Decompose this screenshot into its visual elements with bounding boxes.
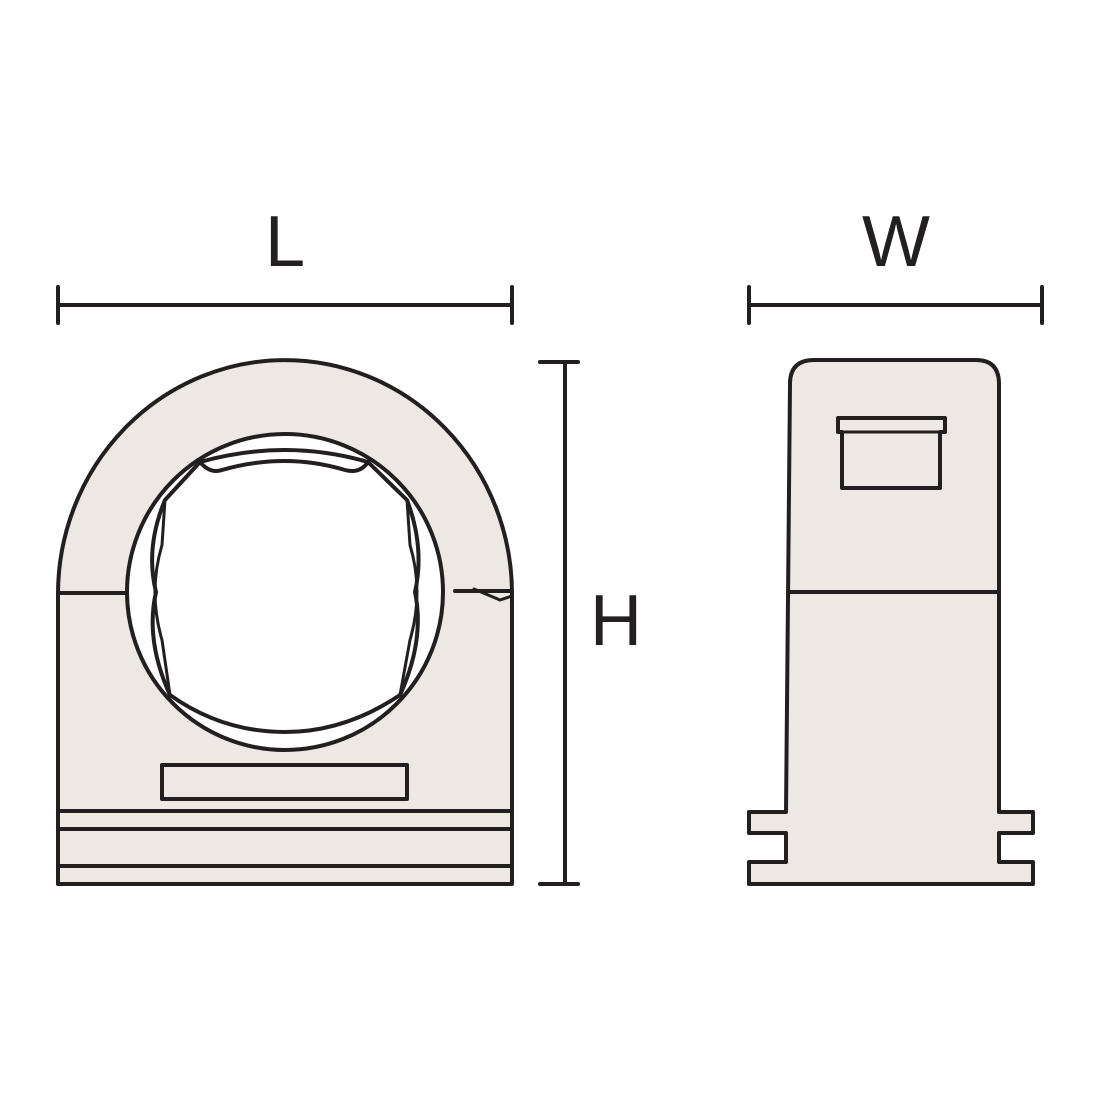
front-view-top-pad [198,459,370,473]
front-view-split-notch [472,587,514,602]
front-view-left-rib [153,498,172,697]
side-view-window [836,416,947,490]
height-dimension: H [538,360,642,886]
front-view-bore [125,432,445,752]
front-view-right-rib [398,498,419,697]
front-view [56,358,514,886]
height-label: H [590,581,642,661]
side-view [747,358,1035,886]
width-dimension: W [747,202,1044,325]
front-view-slot [160,763,409,801]
side-view-body [747,358,1035,886]
length-label: L [265,202,305,282]
length-dimension: L [56,202,514,325]
width-label: W [862,202,930,282]
